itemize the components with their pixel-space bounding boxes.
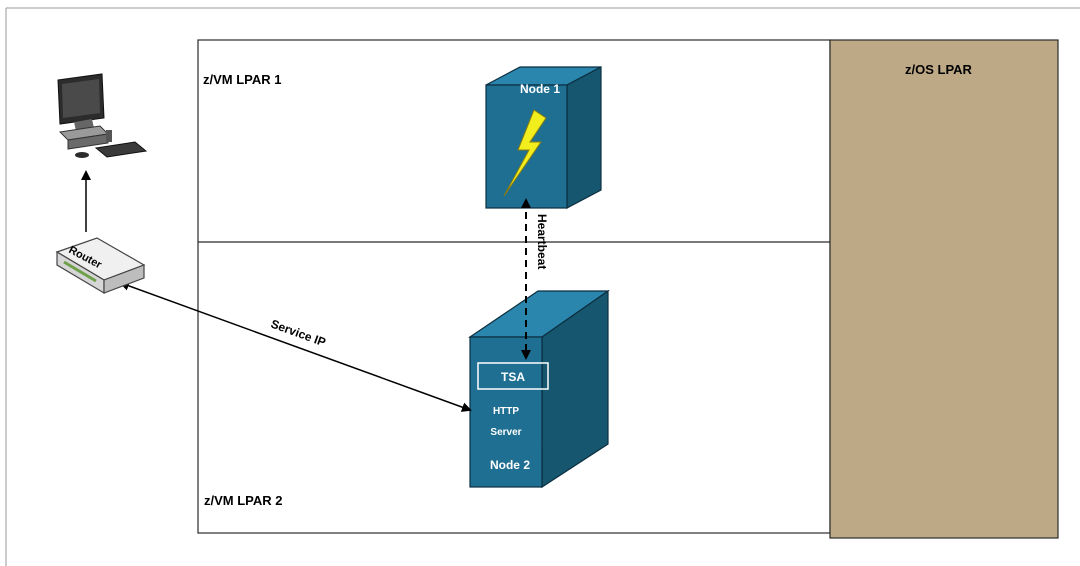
http-server-line2: Server bbox=[490, 427, 521, 438]
router-icon: Router bbox=[55, 237, 146, 295]
zos-lpar-label: z/OS LPAR bbox=[905, 62, 973, 77]
node2-cube: TSA HTTP Server Node 2 bbox=[468, 289, 610, 489]
zvm-lpar-1-label: z/VM LPAR 1 bbox=[203, 72, 282, 87]
node1-label: Node 1 bbox=[520, 82, 560, 96]
zos-lpar bbox=[829, 39, 1059, 539]
computer-icon bbox=[57, 73, 148, 158]
heartbeat-label: Heartbeat bbox=[535, 214, 549, 269]
lightning-icon bbox=[503, 109, 547, 197]
tsa-box bbox=[477, 362, 549, 390]
zvm-lpar-2-label: z/VM LPAR 2 bbox=[204, 493, 283, 508]
node1-cube: Node 1 bbox=[485, 66, 602, 209]
http-server-line1: HTTP bbox=[493, 406, 519, 417]
service-ip-arrow bbox=[119, 281, 472, 412]
node2-label: Node 2 bbox=[490, 458, 530, 472]
tsa-label: TSA bbox=[501, 370, 525, 384]
